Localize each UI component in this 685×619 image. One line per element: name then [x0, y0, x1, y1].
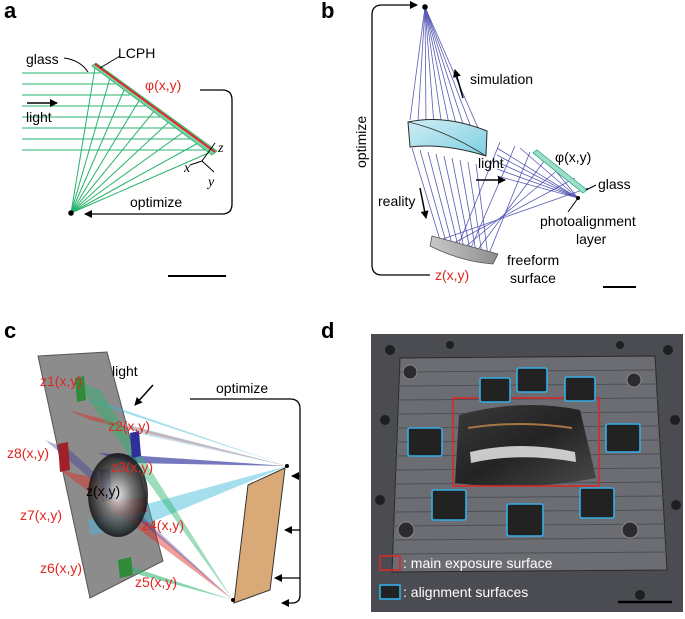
panel-a-optimize-label: optimize [130, 194, 182, 210]
panel-c-z1-label: z1(x,y) [40, 373, 82, 389]
panel-d-alignment-surfaces [407, 367, 641, 537]
panel-a-focal-point [68, 210, 74, 216]
panel-a-glass-label: glass [26, 51, 59, 67]
panel-b-reality-arrow [419, 187, 429, 219]
panel-d-main-exposure-highlight [470, 446, 576, 463]
panel-c-focal-point-bottom [231, 598, 235, 602]
panel-c-z4-label: z4(x,y) [142, 517, 184, 533]
panel-c-target-plane [233, 467, 286, 604]
panel-b-optimize-label: optimize [353, 116, 369, 168]
panel-a-axis-x: x [183, 161, 191, 176]
panel-a-axis-z: z [217, 141, 224, 156]
panel-c-z8-label: z8(x,y) [7, 445, 49, 461]
panel-b-freeform-surface [429, 235, 499, 265]
panel-b-photoalignment-label-2: layer [576, 231, 607, 247]
panel-a-axes [189, 142, 216, 173]
panel-d-legend-main-label: : main exposure surface [403, 555, 553, 571]
panel-a-phase-layer [94, 63, 216, 153]
panel-b-glass-pointer [585, 184, 597, 191]
panel-c-main-lens [88, 453, 148, 537]
panel-b-lens [407, 118, 488, 157]
panel-b-freeform-label-1: freeform [507, 252, 559, 268]
panel-b-freeform-label-2: surface [510, 270, 556, 286]
panel-b-photoalignment-pointer [567, 197, 579, 213]
panel-d-legend-align-label: : alignment surfaces [403, 584, 528, 600]
panel-c-z6-label: z6(x,y) [40, 560, 82, 576]
panel-d-legend-align-swatch [379, 584, 401, 600]
panel-d-main-exposure-box [452, 397, 600, 487]
panel-b-simulation-arrow [453, 69, 464, 99]
panel-d-main-exposure-surface [455, 405, 596, 487]
panel-b-reflected-rays [439, 141, 589, 257]
panel-b-simulation-label: simulation [470, 71, 533, 87]
panel-a-focusing-rays [70, 67, 214, 214]
panel-b-glass-label: glass [598, 176, 631, 192]
panel-b-z-label: z(x,y) [435, 267, 469, 283]
panel-d-screws [397, 364, 642, 539]
panel-d-legend-main-swatch [379, 555, 401, 571]
panel-c-light-label: light [112, 363, 138, 379]
panel-c-z5-label: z5(x,y) [135, 574, 177, 590]
panel-a-light-label: light [26, 109, 52, 125]
panel-a-phi-label: φ(x,y) [145, 77, 181, 93]
panel-c-light-arrow [134, 384, 154, 406]
panel-c-letter: c [4, 318, 16, 343]
panel-d-breadboard-holes [375, 341, 681, 600]
panel-a-lcph-label: LCPH [118, 45, 155, 61]
panel-c-z2-label: z2(x,y) [108, 418, 150, 434]
panel-d: d [321, 318, 683, 612]
panel-b: b [321, 0, 636, 288]
panel-b-source-point [422, 4, 428, 10]
panel-d-main-exposure-highlight-2 [467, 423, 573, 429]
panel-c-z-center-label: z(x,y) [86, 483, 120, 499]
panel-a-glass-pointer [63, 57, 89, 73]
panel-b-phi-label: φ(x,y) [555, 149, 591, 165]
panel-b-letter: b [321, 0, 334, 23]
panel-c: c light z1(x,y) z2(x [4, 318, 301, 607]
panel-a-letter: a [4, 0, 17, 23]
panel-a-axis-y: y [206, 175, 215, 190]
panel-a-parallel-rays [22, 72, 205, 151]
panel-b-reality-label: reality [378, 193, 415, 209]
panel-a-lcph-plate [91, 62, 218, 156]
panel-b-optimize-arrow [371, 1, 430, 276]
panel-c-optimize-bracket [190, 398, 301, 607]
panel-c-z7-label: z7(x,y) [20, 507, 62, 523]
panel-a: a glass LCPH φ(x,y) [4, 0, 233, 277]
panel-b-photoalignment-label-1: photoalignment [540, 213, 636, 229]
panel-c-z3-label: z3(x,y) [111, 459, 153, 475]
panel-d-letter: d [321, 318, 334, 343]
panel-b-light-label: light [478, 155, 504, 171]
panel-a-optimize-arrow [84, 89, 233, 218]
panel-c-focal-point-top [285, 464, 289, 468]
panel-c-optimize-label: optimize [216, 380, 268, 396]
panel-a-lcph-pointer [99, 55, 121, 69]
